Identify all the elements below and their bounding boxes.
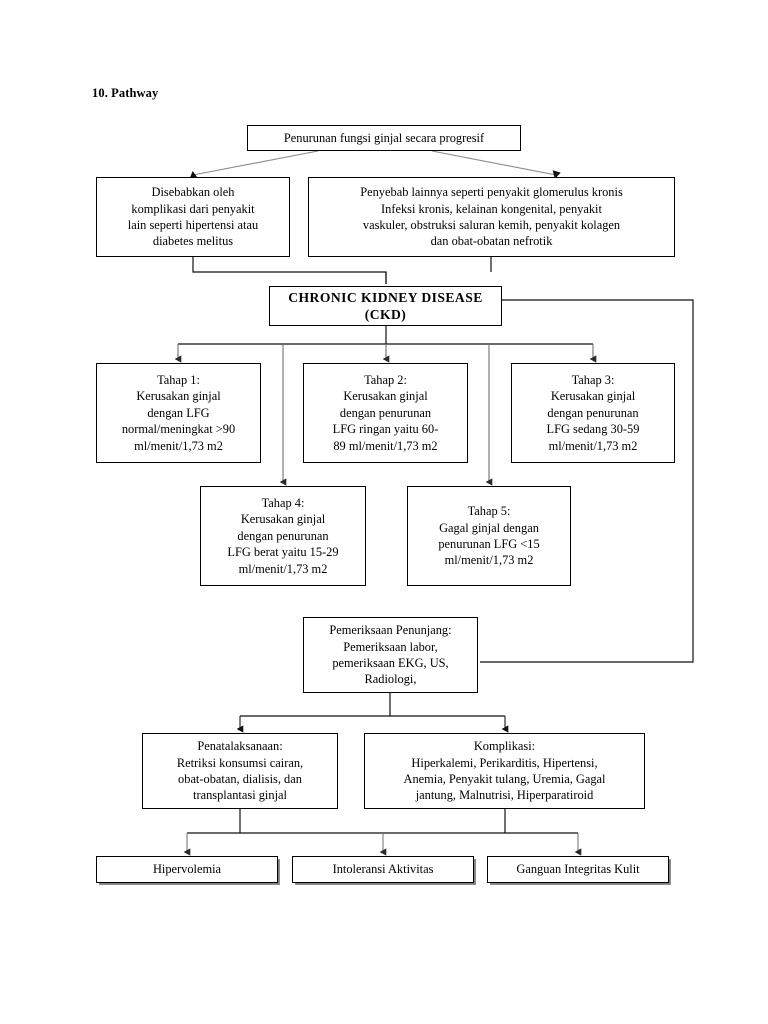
cause-other-line: Infeksi kronis, kelainan kongenital, pen…	[381, 201, 602, 216]
stage-2-box[interactable]: Tahap 2: Kerusakan ginjal dengan penurun…	[303, 363, 468, 463]
outcome-skin-integrity-box[interactable]: Ganguan Integritas Kulit	[487, 856, 669, 883]
stage-1-line: ml/menit/1,73 m2	[134, 438, 223, 453]
stage-2-line: 89 ml/menit/1,73 m2	[333, 438, 438, 453]
cause-other-box[interactable]: Penyebab lainnya seperti penyakit glomer…	[308, 177, 675, 257]
root-cause-line: Penurunan fungsi ginjal secara progresif	[283, 130, 485, 145]
stage-5-line: ml/menit/1,73 m2	[444, 553, 534, 568]
edge-to-outcomes	[183, 809, 582, 856]
stage-4-line: Kerusakan ginjal	[240, 512, 326, 527]
cause-comorbid-box[interactable]: Disebabkan oleh komplikasi dari penyakit…	[96, 177, 290, 257]
stage-3-line: Tahap 3:	[571, 373, 615, 388]
management-line: Retriksi konsumsi cairan,	[176, 755, 304, 770]
edge-ckd-right-to-exam	[480, 299, 694, 663]
complications-line: Anemia, Penyakit tulang, Uremia, Gagal	[403, 772, 606, 786]
complications-line: Hiperkalemi, Perikarditis, Hipertensi,	[411, 755, 598, 770]
edge-root-to-causes	[189, 150, 561, 179]
stage-3-line: Kerusakan ginjal	[550, 389, 636, 404]
stage-3-line: LFG sedang 30-59	[546, 422, 640, 437]
cause-other-line: dan obat-obatan nefrotik	[430, 234, 553, 249]
complications-line: jantung, Malnutrisi, Hiperparatiroid	[415, 788, 594, 803]
edge-ckd-to-stages	[174, 326, 597, 363]
edge-exam-to-next	[236, 693, 509, 733]
stage-5-box[interactable]: Tahap 5: Gagal ginjal dengan penurunan L…	[407, 486, 571, 586]
stage-4-line: ml/menit/1,73 m2	[238, 561, 328, 576]
ckd-abbrev: (CKD)	[364, 307, 407, 322]
exam-line: pemeriksaan EKG, US,	[332, 656, 449, 670]
cause-comorbid-line: komplikasi dari penyakit	[131, 201, 255, 216]
complications-box[interactable]: Komplikasi: Hiperkalemi, Perikarditis, H…	[364, 733, 645, 809]
exam-line: Radiologi,	[364, 672, 417, 687]
cause-comorbid-line: diabetes melitus	[152, 234, 234, 249]
edge-causes-to-ckd	[192, 257, 492, 284]
supporting-examination-box[interactable]: Pemeriksaan Penunjang: Pemeriksaan labor…	[303, 617, 478, 693]
stage-2-line: Tahap 2:	[364, 373, 407, 388]
stage-3-line: ml/menit/1,73 m2	[548, 438, 638, 453]
stage-1-line: normal/meningkat >90	[121, 422, 236, 437]
cause-other-line: vaskuler, obstruksi saluran kemih, penya…	[362, 218, 621, 232]
stage-1-line: Tahap 1:	[157, 373, 200, 388]
outcome-hypervolemia-box[interactable]: Hipervolemia	[96, 856, 278, 883]
stage-4-box[interactable]: Tahap 4: Kerusakan ginjal dengan penurun…	[200, 486, 366, 586]
management-line: Penatalaksanaan:	[197, 739, 283, 754]
stage-1-line: Kerusakan ginjal	[136, 389, 221, 404]
stage-3-box[interactable]: Tahap 3: Kerusakan ginjal dengan penurun…	[511, 363, 675, 463]
management-line: obat-obatan, dialisis, dan	[178, 772, 302, 786]
stage-1-box[interactable]: Tahap 1: Kerusakan ginjal dengan LFG nor…	[96, 363, 261, 463]
root-cause-box[interactable]: Penurunan fungsi ginjal secara progresif	[247, 125, 521, 151]
complications-line: Komplikasi:	[473, 739, 536, 754]
stage-2-line: Kerusakan ginjal	[343, 389, 428, 404]
exam-line: Pemeriksaan labor,	[343, 639, 438, 654]
stage-1-line: dengan LFG	[147, 405, 210, 420]
exam-line: Pemeriksaan Penunjang:	[329, 623, 452, 638]
stage-2-line: dengan penurunan	[339, 405, 432, 420]
outcome-activity-intolerance-box[interactable]: Intoleransi Aktivitas	[292, 856, 474, 883]
management-box[interactable]: Penatalaksanaan: Retriksi konsumsi caira…	[142, 733, 338, 809]
chronic-kidney-disease-box[interactable]: CHRONIC KIDNEY DISEASE (CKD)	[269, 286, 502, 326]
cause-comorbid-line: lain seperti hipertensi atau	[127, 218, 259, 232]
stage-5-line: penurunan LFG <15	[438, 537, 540, 551]
management-line: transplantasi ginjal	[193, 788, 287, 803]
cause-comorbid-line: Disebabkan oleh	[151, 185, 235, 200]
ckd-title: CHRONIC KIDNEY DISEASE	[288, 289, 483, 305]
stage-3-line: dengan penurunan	[547, 405, 639, 420]
stage-5-line: Tahap 5:	[467, 504, 511, 519]
stage-5-line: Gagal ginjal dengan	[439, 520, 539, 535]
outcome-activity-intolerance-label: Intoleransi Aktivitas	[332, 862, 434, 877]
page-title: 10. Pathway	[92, 86, 159, 100]
stage-4-line: LFG berat yaitu 15-29	[227, 545, 339, 560]
stage-2-line: LFG ringan yaitu 60-	[332, 422, 439, 437]
outcome-hypervolemia-label: Hipervolemia	[152, 862, 222, 877]
stage-4-line: Tahap 4:	[261, 496, 305, 511]
stage-4-line: dengan penurunan	[237, 528, 329, 543]
outcome-skin-integrity-label: Ganguan Integritas Kulit	[516, 862, 640, 877]
cause-other-line: Penyebab lainnya seperti penyakit glomer…	[360, 185, 623, 200]
